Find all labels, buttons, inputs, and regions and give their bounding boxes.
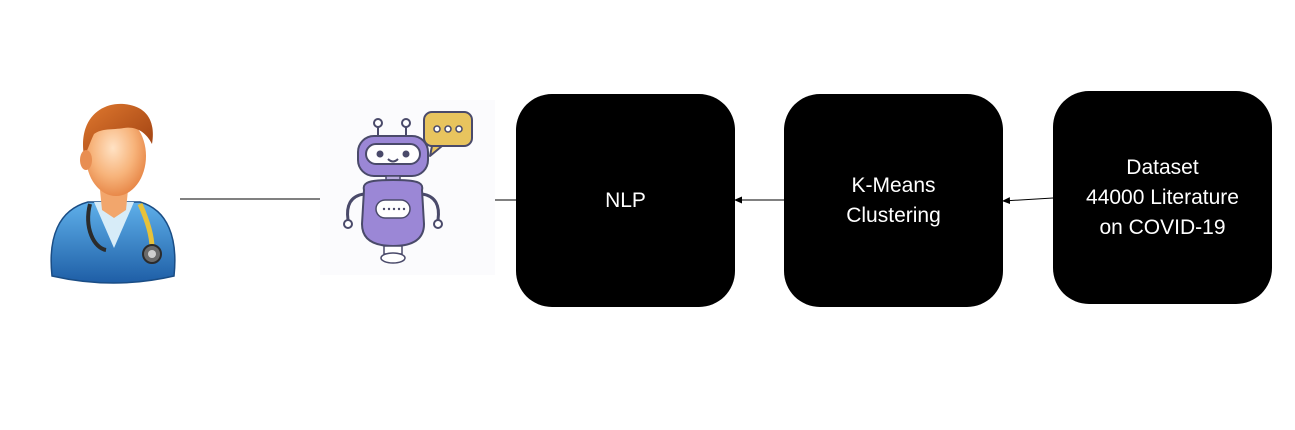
kmeans-label-line-2: Clustering bbox=[846, 203, 941, 227]
kmeans-label-line-1: K-Means bbox=[851, 173, 936, 197]
dataset-block: Dataset 44000 Literature on COVID-19 bbox=[1053, 91, 1272, 304]
nlp-label: NLP bbox=[605, 188, 646, 212]
dataset-label-line-1: Dataset bbox=[1126, 155, 1199, 179]
chatbot-robot-icon bbox=[320, 100, 495, 275]
doctor-user-icon bbox=[50, 103, 176, 284]
dataset-label-line-2: 44000 Literature bbox=[1086, 185, 1239, 209]
arrow-dataset-to-kmeans bbox=[1002, 197, 1054, 205]
speech-bubble-icon bbox=[423, 111, 473, 157]
nlp-block: NLP bbox=[516, 94, 735, 307]
kmeans-clustering-block: K-Means Clustering bbox=[784, 94, 1003, 307]
dataset-label-line-3: on COVID-19 bbox=[1099, 215, 1226, 239]
